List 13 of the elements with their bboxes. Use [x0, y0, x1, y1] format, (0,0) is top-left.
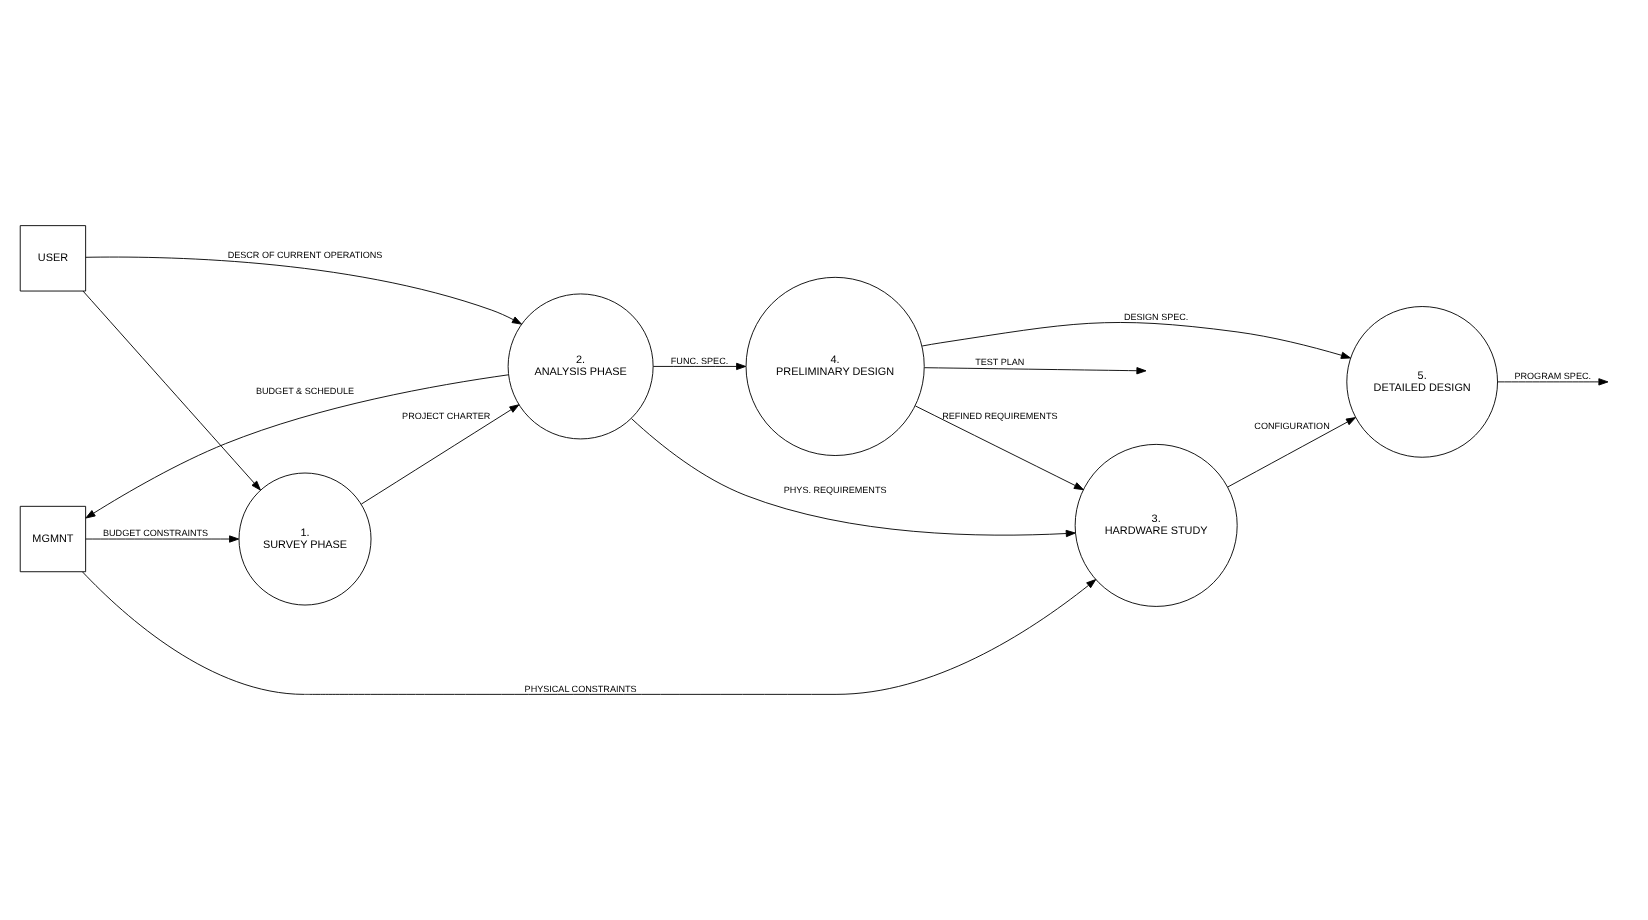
arrow	[1497, 378, 1609, 386]
arrow	[82, 290, 261, 491]
arrow	[924, 367, 1147, 375]
arrow	[85, 256, 522, 325]
arrow	[360, 404, 520, 505]
arrow	[914, 405, 1084, 491]
arrow	[631, 418, 1076, 538]
arrow	[82, 571, 1097, 695]
arrow	[85, 535, 240, 543]
arrow	[652, 362, 747, 371]
arrow	[85, 374, 509, 519]
arrow	[921, 322, 1351, 359]
arrow	[1227, 417, 1356, 488]
